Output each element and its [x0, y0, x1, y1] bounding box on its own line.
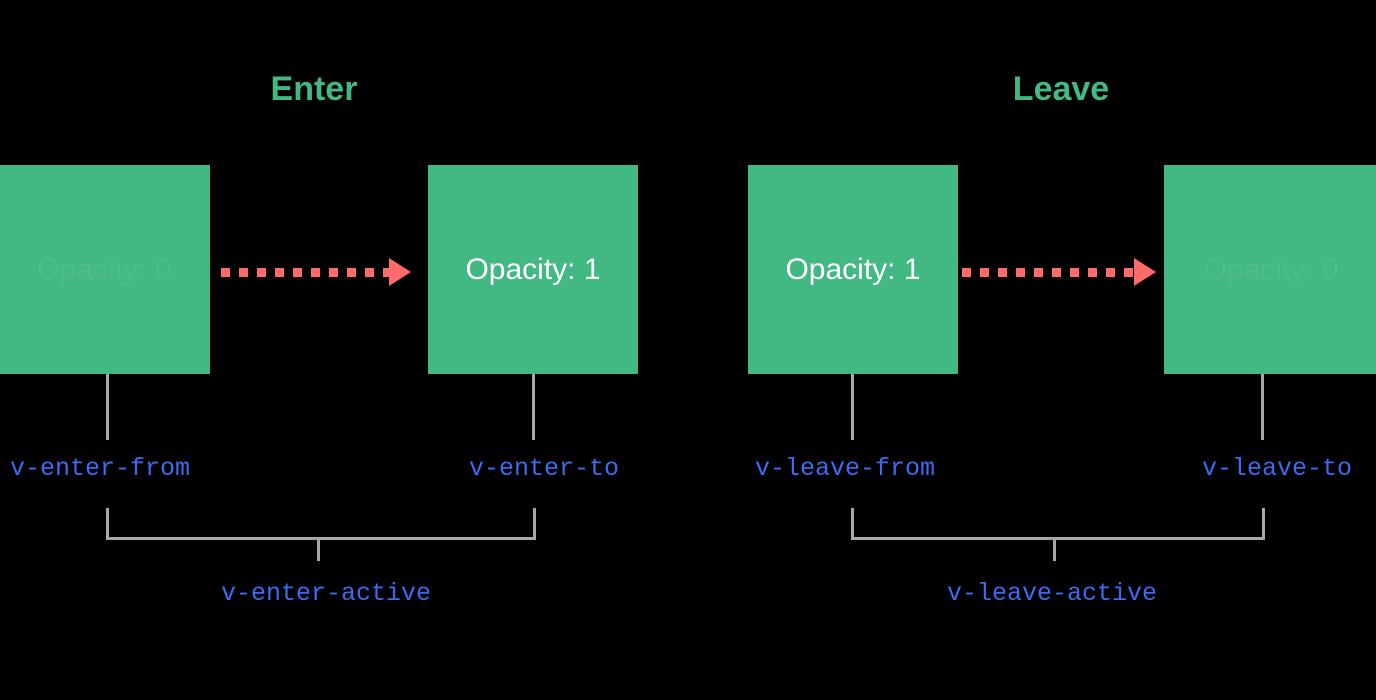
state-box-enter-to-label: Opacity: 1 [465, 252, 601, 286]
state-box-enter-to: Opacity: 1 [428, 165, 638, 374]
arrow-line-icon [221, 267, 389, 277]
bracket-leave-active [851, 508, 1265, 540]
state-box-leave-from: Opacity: 1 [748, 165, 958, 374]
state-box-enter-from-label: Opacity: 0 [36, 252, 172, 286]
connector-stem-leave-to [1261, 374, 1264, 440]
class-label-v-enter-active: v-enter-active [220, 579, 432, 608]
state-box-enter-from: Opacity: 0 [0, 165, 210, 374]
section-heading-leave: Leave [1012, 70, 1110, 108]
class-label-v-enter-from: v-enter-from [10, 454, 191, 483]
connector-stem-enter-from [106, 374, 109, 440]
class-label-v-leave-from: v-leave-from [755, 454, 936, 483]
section-heading-enter: Enter [270, 70, 358, 108]
state-box-leave-to: Opacity: 0 [1164, 165, 1376, 374]
arrow-line-icon [962, 267, 1134, 277]
bracket-drop-enter-active [317, 537, 320, 561]
class-label-v-leave-to: v-leave-to [1201, 454, 1352, 483]
bracket-drop-leave-active [1053, 537, 1056, 561]
connector-stem-leave-from [851, 374, 854, 440]
arrow-head-icon [1134, 258, 1156, 286]
connector-stem-enter-to [532, 374, 535, 440]
class-label-v-leave-active: v-leave-active [946, 579, 1158, 608]
arrow-head-icon [389, 258, 411, 286]
state-box-leave-from-label: Opacity: 1 [785, 252, 921, 286]
class-label-v-enter-to: v-enter-to [468, 454, 619, 483]
bracket-enter-active [106, 508, 536, 540]
transition-arrow-leave [962, 258, 1156, 286]
state-box-leave-to-label: Opacity: 0 [1203, 252, 1339, 286]
transition-arrow-enter [221, 258, 411, 286]
